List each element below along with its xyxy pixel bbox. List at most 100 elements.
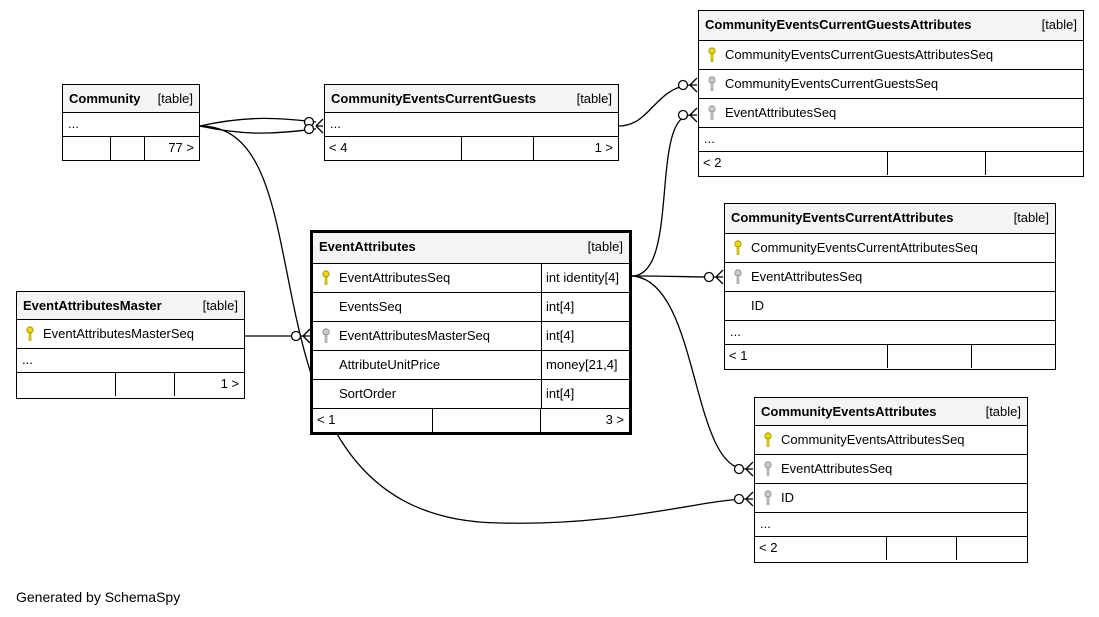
column-name: EventAttributesSeq — [725, 105, 837, 120]
primary-key-icon — [708, 47, 716, 62]
column-name: EventAttributesMasterSeq — [43, 326, 195, 341]
table-header: EventAttributes [table] — [313, 233, 629, 264]
column-row[interactable]: ID — [725, 292, 1055, 321]
table-community-events-attributes[interactable]: CommunityEventsAttributes [table] Commun… — [754, 397, 1028, 563]
table-footer: 1 > — [17, 373, 244, 396]
table-header: EventAttributesMaster [table] — [17, 292, 244, 320]
parents-count[interactable]: < 2 — [759, 540, 778, 555]
more-columns: ... — [17, 349, 244, 373]
link-community-cecg-b — [199, 125, 317, 134]
link-ea-cecga — [631, 114, 691, 277]
primary-key-icon — [322, 270, 330, 285]
column-row[interactable]: EventAttributesMasterSeq int[4] — [313, 322, 629, 351]
children-count[interactable]: 1 > — [594, 140, 613, 155]
link-community-cea — [199, 125, 747, 524]
column-name: EventAttributesSeq — [781, 461, 893, 476]
more-columns: ... — [63, 113, 199, 137]
column-name: CommunityEventsAttributesSeq — [781, 432, 965, 447]
table-footer: < 1 3 > — [313, 409, 629, 432]
table-footer: < 4 1 > — [325, 137, 618, 160]
primary-key-icon — [734, 240, 742, 255]
column-name: EventAttributesMasterSeq — [339, 328, 491, 343]
column-row[interactable]: EventsSeq int[4] — [313, 293, 629, 322]
table-footer: 77 > — [63, 137, 199, 160]
children-count[interactable]: 1 > — [220, 376, 239, 391]
column-name: EventAttributesSeq — [751, 269, 863, 284]
link-community-cecg-a — [199, 117, 317, 127]
column-type: money[21,4] — [541, 351, 629, 379]
table-kind: [table] — [576, 91, 612, 106]
table-name: CommunityEventsCurrentAttributes — [731, 210, 954, 225]
foreign-key-icon — [322, 328, 330, 343]
table-footer: < 2 — [755, 537, 1027, 560]
column-row[interactable]: CommunityEventsCurrentAttributesSeq — [725, 234, 1055, 263]
children-count[interactable]: 3 > — [605, 412, 624, 427]
table-kind: [table] — [157, 91, 193, 106]
column-row[interactable]: EventAttributesSeq — [755, 455, 1027, 484]
link-cecg-cecga — [618, 84, 691, 127]
parents-count[interactable]: < 2 — [703, 155, 722, 170]
table-kind: [table] — [1041, 17, 1077, 32]
column-name: EventsSeq — [339, 299, 402, 314]
table-kind: [table] — [202, 298, 238, 313]
primary-key-icon — [26, 326, 34, 341]
table-community[interactable]: Community [table] ... 77 > — [62, 84, 200, 161]
column-row[interactable]: EventAttributesMasterSeq — [17, 320, 244, 349]
column-type: int[4] — [541, 322, 629, 350]
column-row[interactable]: EventAttributesSeq int identity[4] — [313, 264, 629, 293]
table-name: EventAttributes — [319, 239, 416, 254]
column-name: AttributeUnitPrice — [339, 357, 441, 372]
table-kind: [table] — [985, 404, 1021, 419]
foreign-key-icon — [764, 490, 772, 505]
column-row[interactable]: AttributeUnitPrice money[21,4] — [313, 351, 629, 380]
parents-count[interactable]: < 1 — [729, 348, 748, 363]
table-kind: [table] — [1013, 210, 1049, 225]
column-row[interactable]: ID — [755, 484, 1027, 513]
column-row[interactable]: CommunityEventsCurrentGuestsSeq — [699, 70, 1083, 99]
more-columns: ... — [725, 321, 1055, 345]
primary-key-icon — [764, 432, 772, 447]
table-name: EventAttributesMaster — [23, 298, 162, 313]
generated-by-credit: Generated by SchemaSpy — [16, 589, 181, 605]
column-type: int[4] — [541, 380, 629, 408]
column-name: CommunityEventsCurrentGuestsSeq — [725, 76, 939, 91]
table-name: CommunityEventsAttributes — [761, 404, 937, 419]
link-ea-ceca — [631, 275, 717, 278]
column-name: ID — [781, 490, 794, 505]
table-community-events-current-guests-attributes[interactable]: CommunityEventsCurrentGuestsAttributes [… — [698, 10, 1084, 177]
table-footer: < 2 — [699, 152, 1083, 175]
link-ea-cea — [631, 275, 747, 470]
column-row[interactable]: CommunityEventsCurrentGuestsAttributesSe… — [699, 41, 1083, 70]
table-name: CommunityEventsCurrentGuests — [331, 91, 537, 106]
foreign-key-icon — [734, 269, 742, 284]
more-columns: ... — [325, 113, 618, 137]
table-community-events-current-guests[interactable]: CommunityEventsCurrentGuests [table] ...… — [324, 84, 619, 161]
column-row[interactable]: EventAttributesSeq — [725, 263, 1055, 292]
table-header: Community [table] — [63, 85, 199, 113]
children-count[interactable]: 77 > — [168, 140, 194, 155]
column-row[interactable]: CommunityEventsAttributesSeq — [755, 426, 1027, 455]
column-name: SortOrder — [339, 386, 397, 401]
table-event-attributes-master[interactable]: EventAttributesMaster [table] EventAttri… — [16, 291, 245, 399]
column-row[interactable]: EventAttributesSeq — [699, 99, 1083, 128]
column-name: ID — [751, 298, 764, 313]
column-name: EventAttributesSeq — [339, 270, 451, 285]
table-event-attributes[interactable]: EventAttributes [table] EventAttributesS… — [310, 230, 632, 435]
more-columns: ... — [755, 513, 1027, 537]
table-header: CommunityEventsCurrentGuests [table] — [325, 85, 618, 113]
foreign-key-icon — [764, 461, 772, 476]
column-type: int[4] — [541, 293, 629, 321]
table-name: CommunityEventsCurrentGuestsAttributes — [705, 17, 972, 32]
table-footer: < 1 — [725, 345, 1055, 368]
column-name: CommunityEventsCurrentGuestsAttributesSe… — [725, 47, 994, 62]
table-community-events-current-attributes[interactable]: CommunityEventsCurrentAttributes [table]… — [724, 203, 1056, 370]
table-header: CommunityEventsCurrentGuestsAttributes [… — [699, 11, 1083, 41]
column-row[interactable]: SortOrder int[4] — [313, 380, 629, 409]
table-header: CommunityEventsCurrentAttributes [table] — [725, 204, 1055, 234]
parents-count[interactable]: < 1 — [317, 412, 336, 427]
table-header: CommunityEventsAttributes [table] — [755, 398, 1027, 426]
parents-count[interactable]: < 4 — [329, 140, 348, 155]
table-kind: [table] — [587, 239, 623, 254]
foreign-key-icon — [708, 105, 716, 120]
